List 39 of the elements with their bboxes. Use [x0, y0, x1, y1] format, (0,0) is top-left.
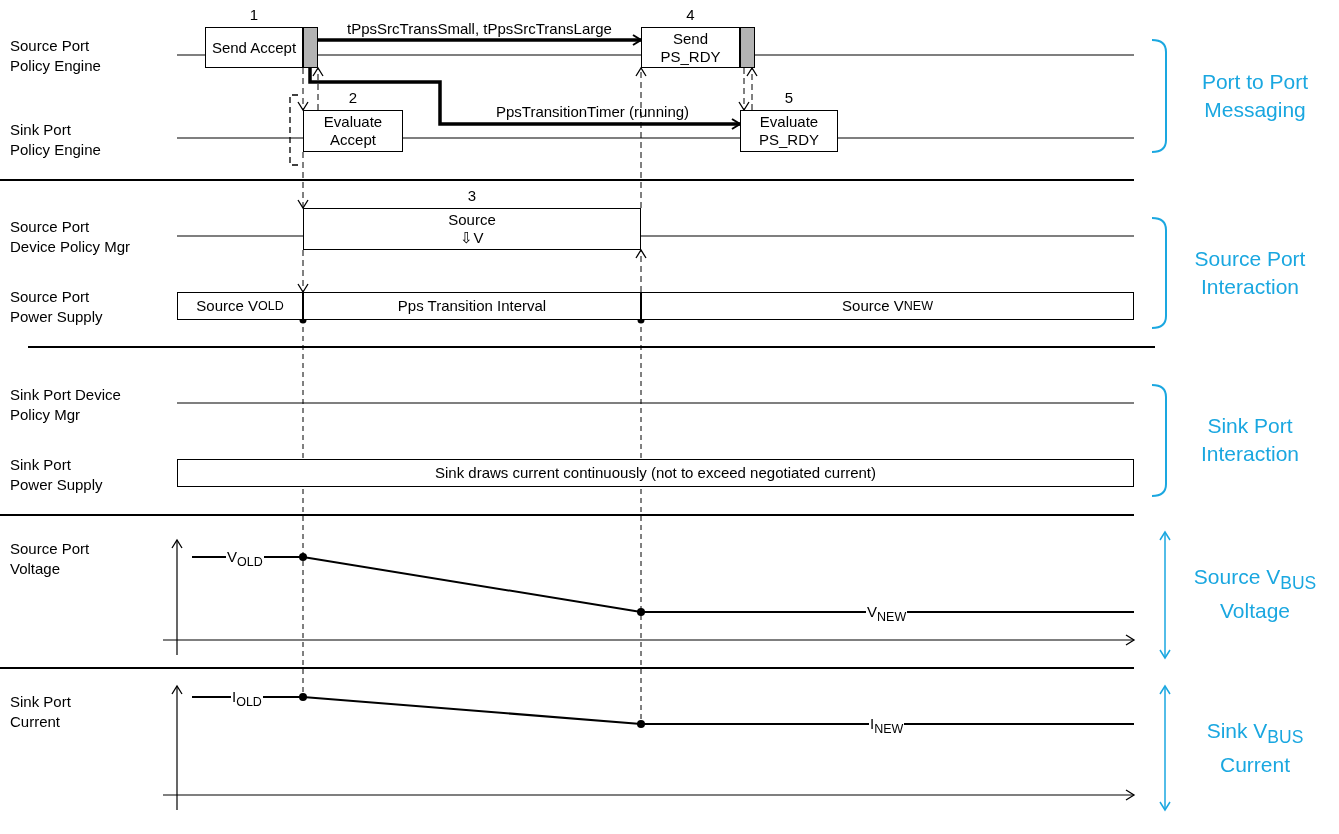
- process-box: Evaluate PS_RDY: [740, 110, 838, 152]
- arrow: [312, 67, 324, 111]
- bar: [303, 27, 318, 68]
- arrow: [297, 249, 309, 293]
- step-number: 4: [685, 6, 696, 24]
- row-label: Source Port Device Policy Mgr: [10, 217, 132, 257]
- arrow: [738, 67, 750, 111]
- interval-box: Source ⇩V: [303, 208, 641, 250]
- row-label: Source Port Policy Engine: [10, 36, 102, 76]
- row-label: Sink Port Device Policy Mgr: [10, 385, 122, 425]
- bar: [740, 27, 755, 68]
- row-label: Source Port Power Supply: [10, 287, 104, 327]
- group-label: Sink V$_{BUS}$ Current: [1205, 718, 1305, 779]
- process-box: Send PS_RDY: [641, 27, 740, 68]
- edge-label: tPpsSrcTransSmall, tPpsSrcTransLarge: [346, 20, 613, 38]
- row-label: Source Port Voltage: [10, 539, 91, 579]
- process-box: Sink draws current continuously (not to exceed negotiated current): [177, 459, 1134, 487]
- row-label: Sink Port Power Supply: [10, 455, 104, 495]
- group-label: Port to Port Messaging: [1200, 69, 1310, 123]
- step-number: 1: [248, 6, 260, 24]
- step-number: 3: [466, 187, 478, 205]
- row-label: Sink Port Policy Engine: [10, 120, 102, 160]
- group-label: Source V$_{BUS}$ Voltage: [1192, 564, 1318, 625]
- row-label: Sink Port Current: [10, 692, 72, 732]
- step-number: 5: [783, 89, 795, 107]
- process-box: Evaluate Accept: [303, 110, 403, 152]
- arrow: [746, 67, 758, 111]
- arrow: [297, 151, 309, 209]
- step-number: 2: [347, 89, 359, 107]
- group-label: Sink Port Interaction: [1199, 413, 1301, 467]
- arrow: [297, 67, 309, 111]
- group-label: Source Port Interaction: [1193, 246, 1307, 300]
- arrow: [635, 67, 647, 209]
- process-box: Send Accept: [205, 27, 303, 68]
- edge-label: PpsTransitionTimer (running): [494, 103, 691, 121]
- arrow: [308, 68, 741, 130]
- process-box: Pps Transition Interval: [303, 292, 641, 320]
- arrow: [318, 34, 642, 46]
- arrow: [635, 249, 647, 293]
